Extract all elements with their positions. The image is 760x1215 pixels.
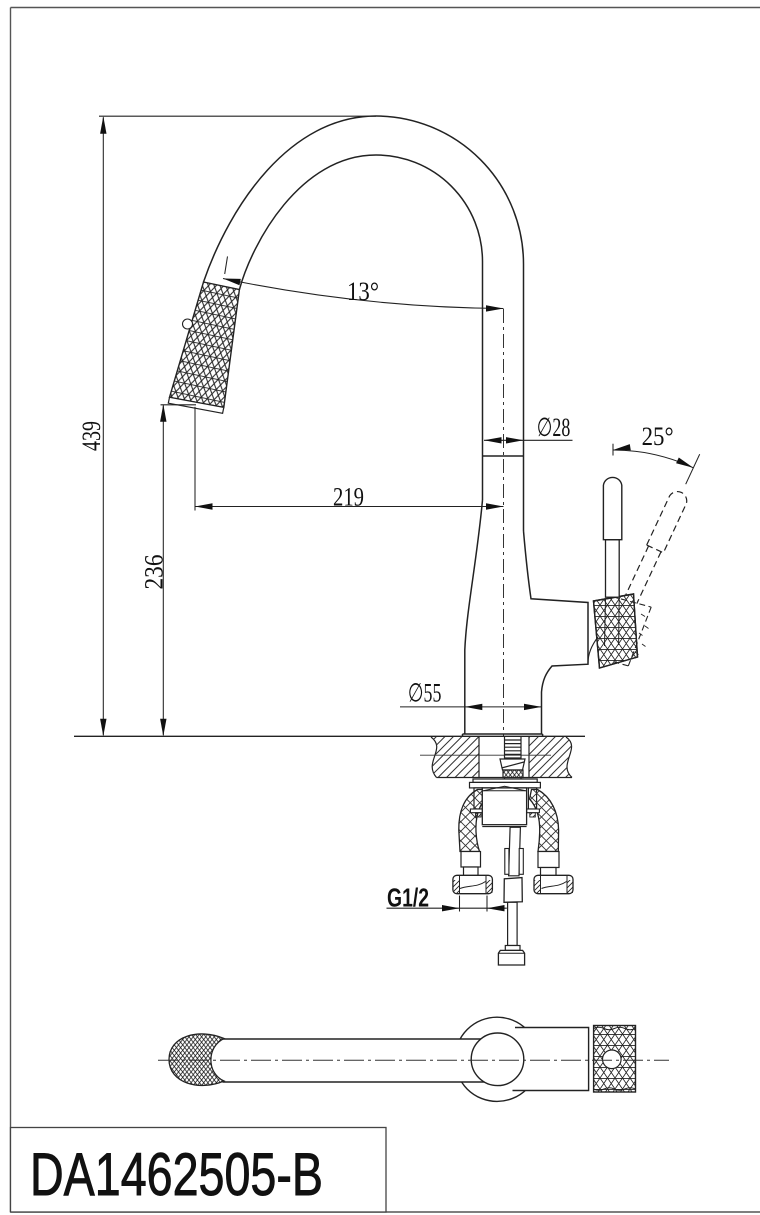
svg-text:236: 236 [140,555,169,590]
svg-text:∅28: ∅28 [537,413,571,442]
svg-text:439: 439 [77,421,106,451]
svg-text:219: 219 [333,483,364,512]
svg-text:G1/2: G1/2 [387,883,429,913]
svg-text:25°: 25° [642,422,674,451]
svg-text:∅55: ∅55 [408,679,442,708]
svg-text:13°: 13° [347,277,379,306]
svg-text:DA1462505-B: DA1462505-B [30,1141,323,1208]
